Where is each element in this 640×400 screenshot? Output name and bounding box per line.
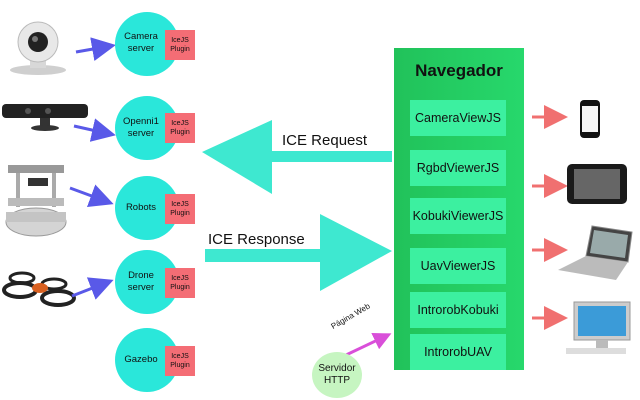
ar-drone-icon: [2, 271, 76, 307]
server-label: Camera server: [124, 31, 158, 54]
navigator-title: Navegador: [415, 61, 503, 80]
ice-request-arrow: [202, 120, 392, 194]
tablet-icon: [567, 164, 627, 204]
server-node-drone: Drone server IceJS Plugin: [115, 250, 195, 314]
turtlebot-robot-icon: [5, 165, 67, 237]
viewer-uav: UavViewerJS: [410, 248, 506, 284]
device-arrows: [69, 37, 116, 300]
desktop-monitor-icon: [566, 301, 631, 354]
webcam-icon: [10, 21, 66, 75]
viewer-kobuki: KobukiViewerJS: [410, 198, 506, 234]
smartphone-icon: [580, 100, 600, 138]
viewer-introrob-kobuki: IntrorobKobuki: [410, 292, 506, 328]
server-node-openni1: Openni1 server IceJS Plugin: [115, 96, 195, 160]
server-label: Openni1 server: [123, 116, 159, 139]
ice-response-label: ICE Response: [208, 231, 305, 248]
navigator-panel: Navegador CameraViewJS RgbdViewerJS Kobu…: [394, 48, 524, 370]
server-label: Robots: [125, 202, 157, 213]
viewer-rgbd: RgbdViewerJS: [410, 150, 506, 186]
icejs-plugin-box: IceJS Plugin: [165, 30, 195, 60]
icejs-plugin-box: IceJS Plugin: [165, 268, 195, 298]
kinect-sensor-icon: [2, 104, 88, 131]
laptop-icon: [558, 225, 633, 280]
viewer-camera-view: CameraViewJS: [410, 100, 506, 136]
icejs-plugin-box: IceJS Plugin: [165, 113, 195, 143]
ice-request-label: ICE Request: [282, 132, 368, 149]
client-arrows: [532, 105, 568, 330]
http-server-node: Servidor HTTP: [312, 352, 362, 398]
server-node-gazebo: Gazebo IceJS Plugin: [115, 328, 195, 392]
web-page-arrow: [345, 333, 392, 357]
server-label: Gazebo: [124, 354, 158, 365]
icejs-plugin-box: IceJS Plugin: [165, 194, 195, 224]
server-label: Drone server: [127, 270, 155, 293]
viewer-introrob-uav: IntrorobUAV: [410, 334, 506, 370]
ice-response-arrow: [205, 214, 392, 291]
icejs-plugin-box: IceJS Plugin: [165, 346, 195, 376]
server-node-robots: Robots IceJS Plugin: [115, 176, 195, 240]
server-node-camera: Camera server IceJS Plugin: [115, 12, 195, 76]
